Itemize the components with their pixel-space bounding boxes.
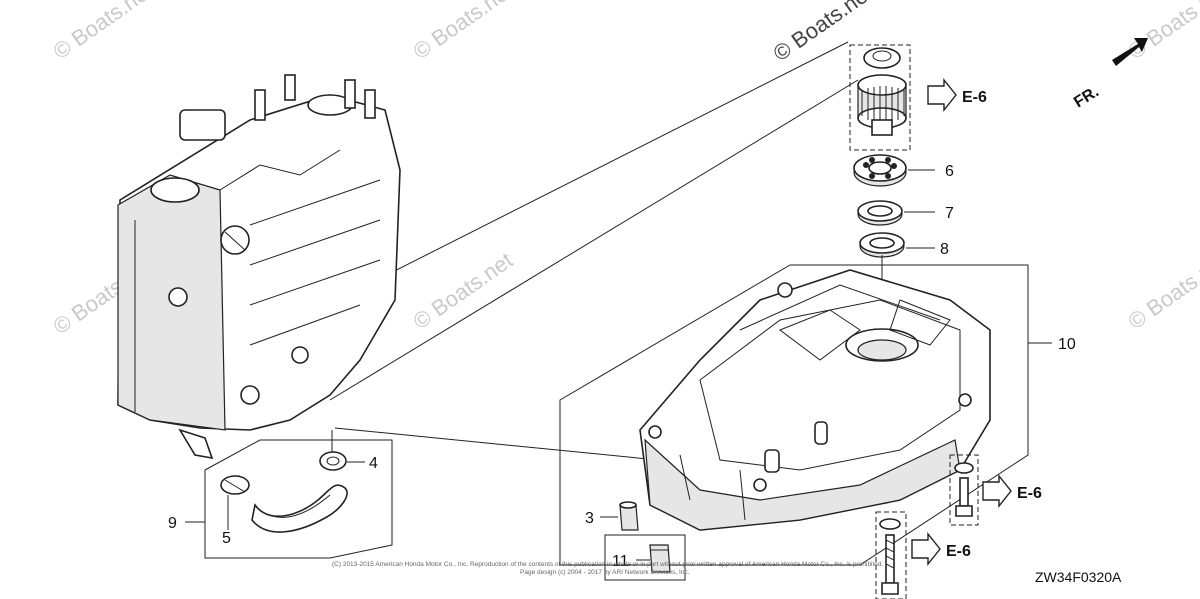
callout-8[interactable]: 8 xyxy=(940,241,949,258)
case-bracket xyxy=(559,264,1052,566)
hose-assembly xyxy=(185,430,393,559)
reference-arrow-top[interactable]: E-6 xyxy=(927,78,987,112)
copyright-line: Page design (c) 2004 - 2017 by ARI Netwo… xyxy=(520,569,690,576)
reference-label: E-6 xyxy=(1017,485,1042,502)
reference-arrow-bottom[interactable]: E-6 xyxy=(911,532,971,566)
reference-label: E-6 xyxy=(962,89,987,106)
bolt-group-lower xyxy=(875,511,907,599)
front-direction-indicator: FR. xyxy=(1071,38,1148,111)
leader-line xyxy=(329,79,859,401)
callout-11[interactable]: 11 xyxy=(612,553,629,570)
grommet xyxy=(649,544,671,573)
shaft-parts-stack xyxy=(849,44,911,290)
watermark-text-dark: © Boats.net xyxy=(769,0,878,66)
front-arrow-icon xyxy=(1112,38,1148,66)
watermark-text: © Boats.net xyxy=(409,247,518,334)
callout-7[interactable]: 7 xyxy=(945,205,954,222)
bolt-group-upper xyxy=(949,454,979,526)
diagram-code: ZW34F0320A xyxy=(1035,569,1122,585)
reference-label: E-6 xyxy=(946,543,971,560)
callout-9[interactable]: 9 xyxy=(168,515,177,532)
callout-5[interactable]: 5 xyxy=(222,530,231,547)
small-parts xyxy=(600,501,686,581)
callout-4[interactable]: 4 xyxy=(369,455,378,472)
spline-washer xyxy=(863,47,901,69)
watermark-text: © Boats.net xyxy=(409,0,518,64)
arrow-right-icon xyxy=(911,532,941,566)
case-bracket-line xyxy=(559,264,1029,566)
oil-case xyxy=(639,269,991,531)
reference-arrow-middle[interactable]: E-6 xyxy=(982,474,1042,508)
arrow-right-icon xyxy=(927,78,957,112)
arrow-right-icon xyxy=(982,474,1012,508)
gear-bracket xyxy=(849,44,911,151)
front-direction-label: FR. xyxy=(1071,83,1102,111)
watermark-text: © Boats.net xyxy=(49,0,158,64)
grommet-bracket xyxy=(604,534,686,581)
engine-block xyxy=(117,74,401,460)
callout-3[interactable]: 3 xyxy=(585,510,594,527)
callout-10[interactable]: 10 xyxy=(1058,336,1076,353)
copyright-line: (C) 2013-2015 American Honda Motor Co., … xyxy=(332,561,884,568)
callout-6[interactable]: 6 xyxy=(945,163,954,180)
hose-clip xyxy=(319,451,347,471)
watermark-text: © Boats.net xyxy=(1124,247,1200,334)
callout-leaders xyxy=(904,169,935,249)
water-hose xyxy=(251,484,348,533)
footer: (C) 2013-2015 American Honda Motor Co., … xyxy=(332,561,1122,585)
hose-bracket-line xyxy=(204,439,393,559)
watermark-text: © Boats.net xyxy=(1124,0,1200,64)
callout-labels: 3 4 5 6 7 8 9 10 11 xyxy=(168,163,1076,570)
